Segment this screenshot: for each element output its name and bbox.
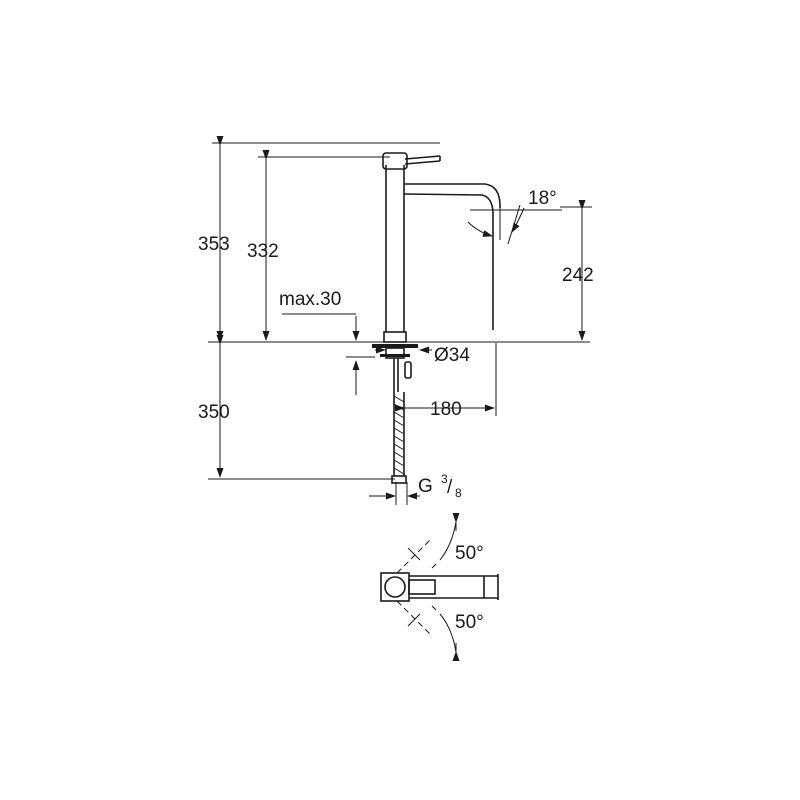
connection-prefix: G (418, 476, 433, 497)
dimension-label-diameter: Ø34 (434, 345, 470, 366)
dimension-spout-height: 242 (562, 200, 594, 341)
dimension-connection: G 3 / 8 (369, 472, 462, 505)
dimension-spout-angle: 18° (467, 188, 562, 245)
faucet-side-view (372, 152, 501, 484)
connection-slash: / (447, 477, 453, 498)
dimension-hole-diameter: Ø34 (375, 345, 470, 366)
dimension-label-50deg-bottom: 50° (455, 612, 484, 633)
dimension-label-332: 332 (247, 241, 279, 262)
dimension-label-18deg: 18° (528, 188, 557, 209)
dimension-label-353: 353 (198, 234, 230, 255)
dimension-label-242: 242 (562, 265, 594, 286)
dimension-label-50deg-top: 50° (455, 543, 484, 564)
dimension-label-max30: max.30 (279, 289, 341, 310)
dimension-total-height: 353 (198, 136, 230, 341)
dimension-label-350: 350 (198, 402, 230, 423)
dimension-below-deck: 350 (198, 335, 230, 478)
dimension-label-180: 180 (430, 399, 462, 420)
faucet-top-view: 50° 50° (380, 513, 499, 661)
dimension-max-deck: max.30 (279, 289, 375, 395)
connection-denominator: 8 (455, 486, 462, 500)
connection-numerator: 3 (441, 472, 448, 486)
dimension-spout-reach: 180 (395, 343, 497, 420)
dimension-lever-height: 332 (247, 150, 279, 341)
